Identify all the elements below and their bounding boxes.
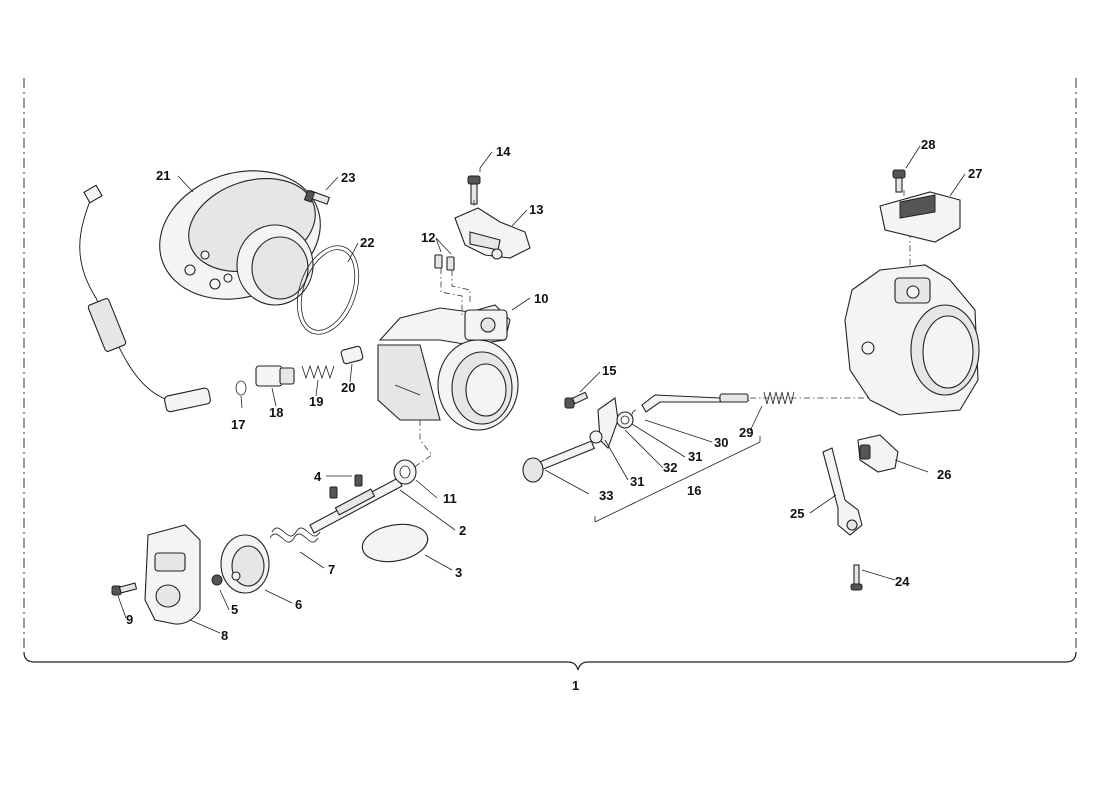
callout-21: 21 <box>156 168 170 183</box>
cover-screw <box>111 582 138 596</box>
temperature-sensor <box>857 434 899 473</box>
callout-16: 16 <box>687 483 701 498</box>
callout-28: 28 <box>921 137 935 152</box>
nozzle-screw <box>850 564 863 591</box>
callout-8: 8 <box>221 628 228 643</box>
callout-30: 30 <box>714 435 728 450</box>
callout-23: 23 <box>341 170 355 185</box>
sensor-bracket <box>454 207 531 260</box>
callout-29: 29 <box>739 425 753 440</box>
callout-4: 4 <box>314 469 322 484</box>
idle-screw <box>340 345 364 365</box>
callout-5: 5 <box>231 602 238 617</box>
callout-13: 13 <box>529 202 543 217</box>
callout-3: 3 <box>455 565 462 580</box>
small-o-ring <box>235 380 247 396</box>
o-ring <box>296 245 360 335</box>
callout-18: 18 <box>269 405 283 420</box>
stopper-screw <box>564 391 589 409</box>
callout-leaders <box>117 145 966 634</box>
callout-11: 11 <box>443 491 457 506</box>
callout-31b: 31 <box>630 474 644 489</box>
idle-spring <box>301 364 335 380</box>
callout-10: 10 <box>534 291 548 306</box>
throttle-cable <box>79 184 211 413</box>
return-spring <box>269 527 321 543</box>
bypass-nozzle <box>822 447 863 536</box>
callout-26: 26 <box>937 467 951 482</box>
throttle-body-housing <box>844 264 980 416</box>
callout-9: 9 <box>126 612 133 627</box>
callout-27: 27 <box>968 166 982 181</box>
intake-flange <box>159 170 321 306</box>
plate-screws <box>329 474 363 499</box>
callout-32: 32 <box>663 460 677 475</box>
callout-33: 33 <box>599 488 613 503</box>
callout-22: 22 <box>360 235 374 250</box>
callout-31: 31 <box>688 449 702 464</box>
idle-adjuster-group <box>522 393 761 523</box>
adjuster-nut <box>255 365 295 387</box>
assembly-frame <box>23 78 1077 671</box>
callout-25: 25 <box>790 506 804 521</box>
callout-19: 19 <box>309 394 323 409</box>
callout-2: 2 <box>459 523 466 538</box>
bracket-screw <box>467 175 481 205</box>
pressure-spring <box>763 391 795 405</box>
flange-screw <box>303 189 331 205</box>
callout-20: 20 <box>341 380 355 395</box>
throttle-shaft <box>309 477 403 534</box>
throttle-plate <box>361 523 429 563</box>
callout-14: 14 <box>496 144 511 159</box>
pulley-nut <box>211 574 223 586</box>
throttle-body <box>377 304 519 431</box>
callout-1: 1 <box>572 678 579 693</box>
callout-labels: 1 2 3 4 5 6 7 8 9 10 11 12 13 14 15 16 1… <box>126 137 982 693</box>
pulley-cover <box>144 524 201 625</box>
throttle-pulley <box>220 534 270 594</box>
callout-17: 17 <box>231 417 245 432</box>
callout-7: 7 <box>328 562 335 577</box>
position-sensor <box>879 191 961 243</box>
callout-24: 24 <box>895 574 910 589</box>
callout-6: 6 <box>295 597 302 612</box>
sensor-screw <box>892 169 906 193</box>
callout-15: 15 <box>602 363 616 378</box>
shaft-washer <box>393 459 417 485</box>
callout-12: 12 <box>421 230 435 245</box>
grub-screws <box>434 254 455 271</box>
